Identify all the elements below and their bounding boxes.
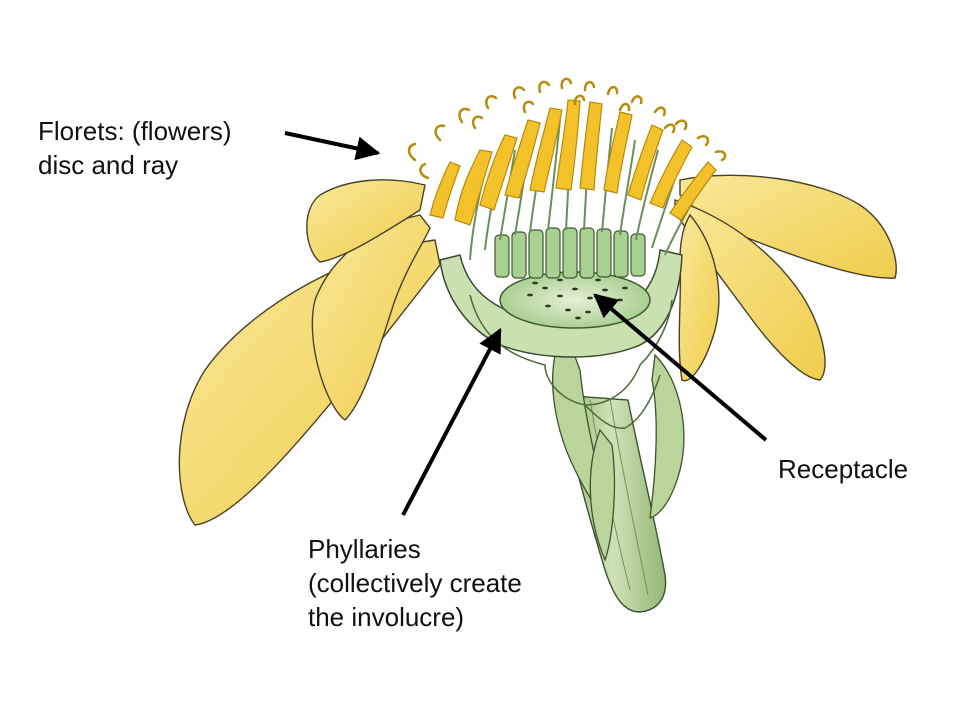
floret-stigmas — [407, 77, 727, 180]
label-phyllaries-line1: Phyllaries — [308, 534, 421, 564]
outer-bracts — [552, 328, 685, 562]
disc-florets — [429, 99, 717, 226]
arrow-florets — [284, 131, 381, 161]
label-phyllaries: Phyllaries (collectively create the invo… — [308, 532, 522, 634]
receptacle — [499, 271, 651, 329]
disc-floret-tubes — [494, 227, 646, 279]
label-phyllaries-line3: the involucre) — [308, 602, 465, 632]
ray-petals-right — [674, 174, 897, 382]
label-florets-line2: disc and ray — [38, 150, 179, 180]
arrow-receptacle — [593, 293, 768, 442]
label-florets-line1: Florets: (flowers) — [38, 116, 232, 146]
ray-petal-left-mid — [311, 214, 431, 421]
arrow-phyllaries — [401, 327, 502, 516]
label-phyllaries-line2: (collectively create — [308, 568, 522, 598]
ray-petals-left — [178, 179, 441, 526]
ray-petal-right-lower — [678, 213, 720, 382]
label-florets: Florets: (flowers) disc and ray — [38, 114, 232, 182]
ray-petal-left-upper — [306, 179, 426, 263]
label-receptacle: Receptacle — [778, 452, 908, 486]
pointer-arrows — [284, 131, 768, 516]
label-receptacle-text: Receptacle — [778, 454, 909, 484]
